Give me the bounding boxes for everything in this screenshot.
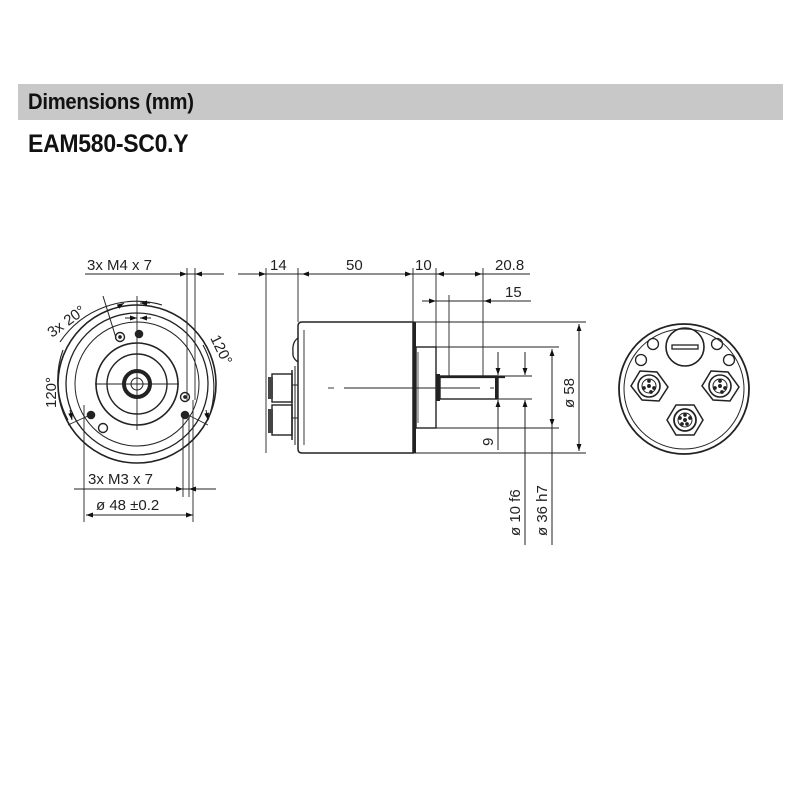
rear-view [618, 323, 750, 455]
dim-20-8: 20.8 [495, 257, 524, 274]
label-3x-m4: 3x M4 x 7 [87, 257, 152, 274]
page-title: Dimensions (mm) [28, 89, 194, 114]
dim-14: 14 [270, 257, 287, 274]
dim-10: 10 [415, 257, 432, 274]
front-view [57, 268, 224, 522]
dim-50: 50 [346, 257, 363, 274]
dim-body-dia: ø 58 [561, 378, 578, 408]
dim-shaft-dia: ø 10 f6 [507, 489, 524, 536]
connector-left-icon [630, 370, 669, 402]
front-view-labels: 3x M4 x 7 3x 20° 120° 120° 3x M3 x 7 ø 4… [43, 257, 235, 514]
dim-15: 15 [505, 284, 522, 301]
side-view-labels: 14 50 10 20.8 15 9 ø 10 f6 ø 36 h7 ø 58 [270, 257, 578, 536]
label-120deg-left: 120° [43, 377, 60, 408]
label-bolt-circle: ø 48 ±0.2 [96, 497, 159, 514]
label-3x-m3: 3x M3 x 7 [88, 471, 153, 488]
dim-flange-dia: ø 36 h7 [534, 485, 551, 536]
side-view [238, 268, 586, 545]
label-3x-20deg: 3x 20° [44, 302, 89, 341]
connector-bottom-icon [666, 404, 704, 436]
header-bar [18, 84, 783, 120]
connector-right-icon [701, 370, 740, 402]
dim-9: 9 [480, 438, 497, 446]
model-title: EAM580-SC0.Y [28, 130, 189, 158]
